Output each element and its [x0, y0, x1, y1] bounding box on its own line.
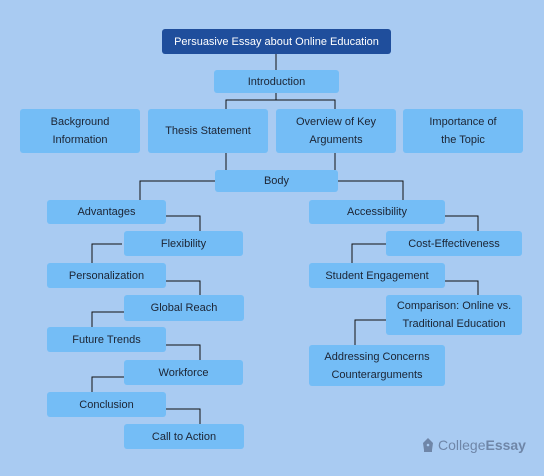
brand-prefix: College — [438, 437, 486, 453]
node-importance-of-the-topic: Importance of the Topic — [403, 109, 523, 153]
node-workforce: Workforce — [124, 360, 243, 385]
node-comparison-online-vs-traditional: Comparison: Online vs. Traditional Educa… — [386, 295, 522, 335]
node-global-reach: Global Reach — [124, 295, 244, 321]
node-personalization: Personalization — [47, 263, 166, 288]
node-thesis-statement: Thesis Statement — [148, 109, 268, 153]
diagram-title: Persuasive Essay about Online Education — [162, 29, 391, 54]
node-background-information: Background Information — [20, 109, 140, 153]
node-student-engagement: Student Engagement — [309, 263, 445, 288]
node-overview-of-key-arguments: Overview of Key Arguments — [276, 109, 396, 153]
node-advantages: Advantages — [47, 200, 166, 224]
node-flexibility: Flexibility — [124, 231, 243, 256]
node-introduction: Introduction — [214, 70, 339, 93]
brand-suffix: Essay — [485, 437, 526, 453]
node-accessibility: Accessibility — [309, 200, 445, 224]
pen-nib-icon — [423, 438, 433, 452]
node-addressing-concerns: Addressing Concerns Counterarguments — [309, 345, 445, 386]
node-future-trends: Future Trends — [47, 327, 166, 352]
node-cost-effectiveness: Cost-Effectiveness — [386, 231, 522, 256]
node-body: Body — [215, 170, 338, 192]
node-call-to-action: Call to Action — [124, 424, 244, 449]
node-conclusion: Conclusion — [47, 392, 166, 417]
